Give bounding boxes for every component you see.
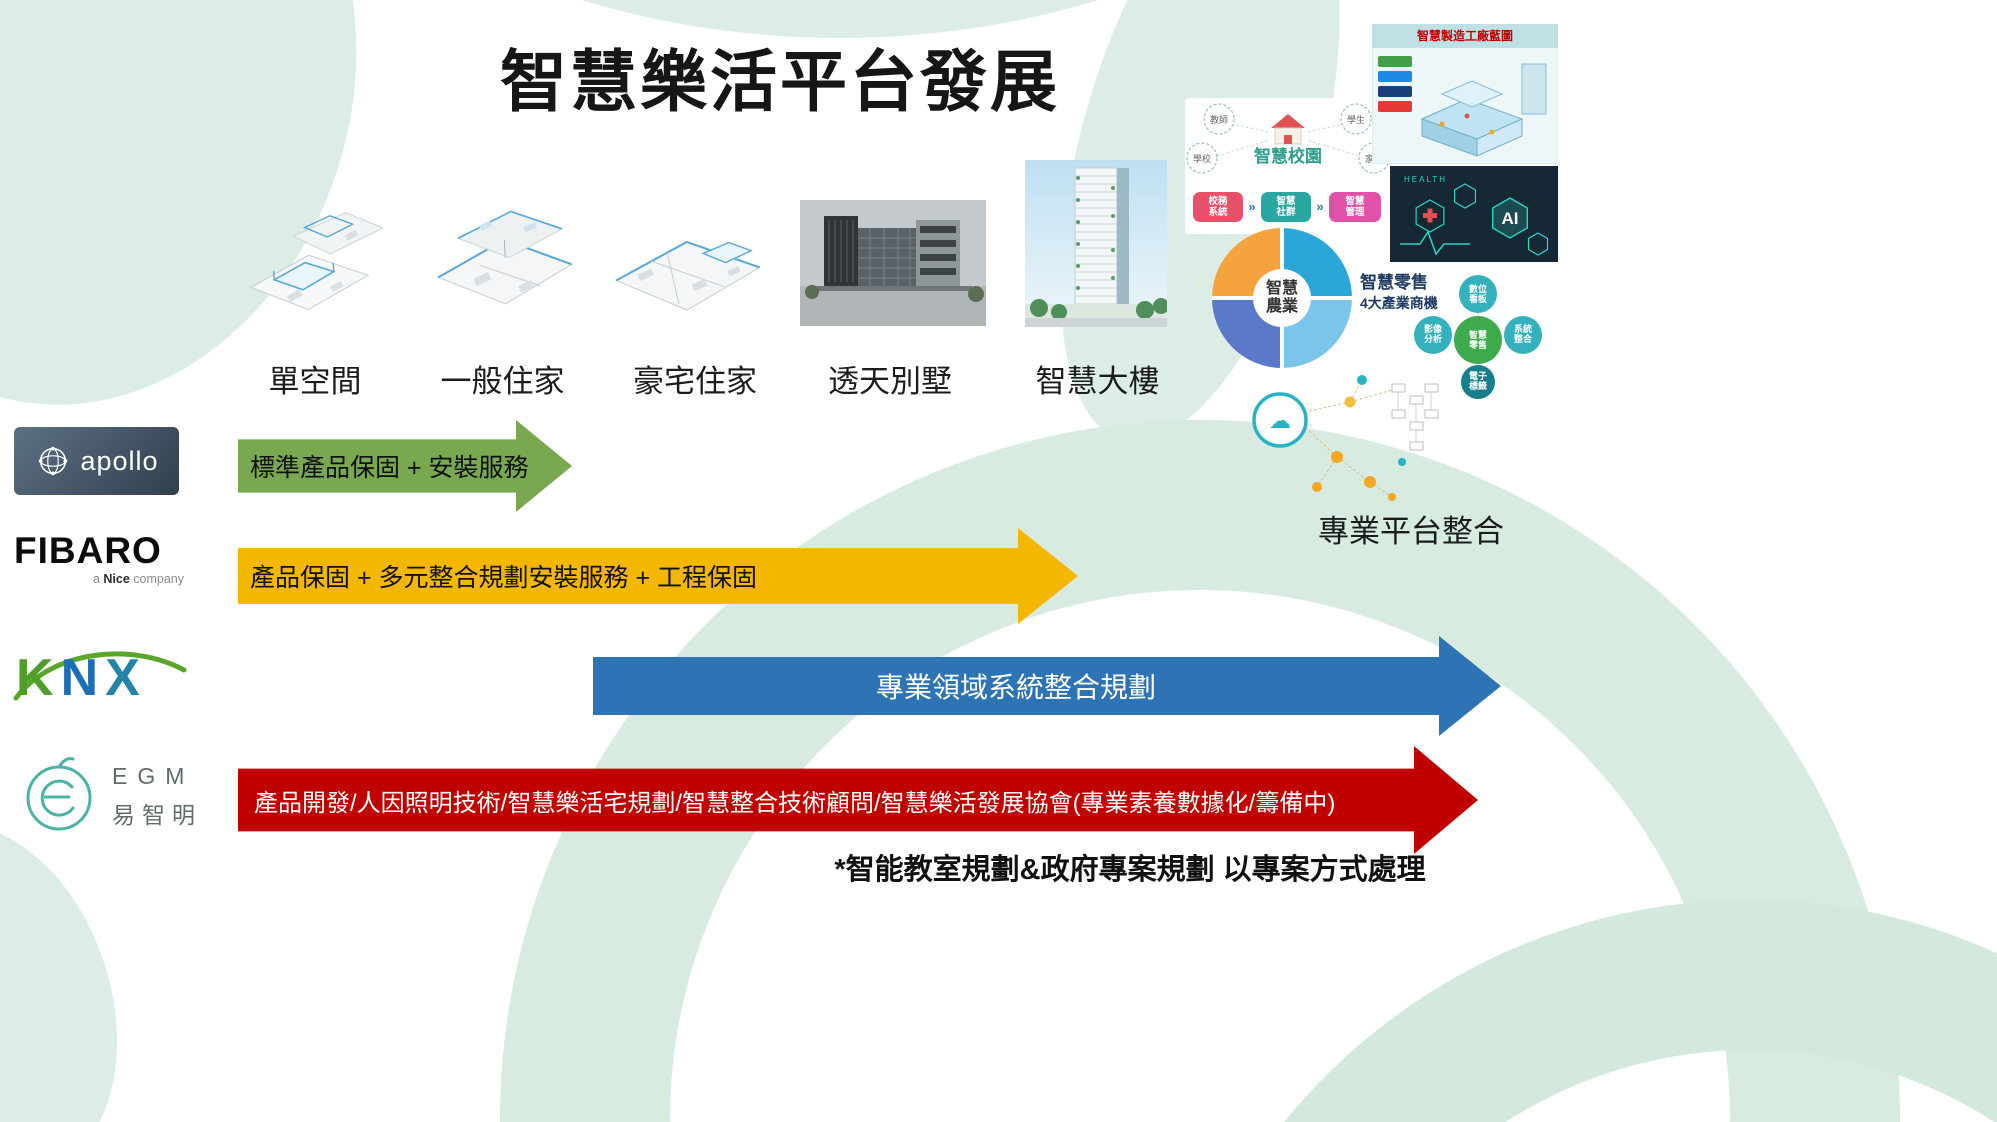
health-tag: HEALTH [1404,175,1447,184]
agriculture-center-label: 智慧 農業 [1253,269,1311,327]
campus-module-community: 智慧社群 [1275,195,1296,218]
smart-retail-card: 智慧零售 4大產業商機 數位看板 影像分析 系統整合 智慧零售 電子標籤 [1356,268,1558,404]
egm-logo: EGM 易智明 [18,750,228,842]
tower-photo [1025,160,1167,327]
footnote: *智能教室規劃&政府專案規劃 以專案方式處理 [834,854,1426,886]
tower-photo-illustration [1025,160,1167,327]
iot-platform-network-diagram: ☁ [1252,375,1439,501]
villa-photo [800,200,986,326]
campus-module-admin: 校務系統 [1208,195,1228,218]
ai-health-card: HEALTH AI [1390,166,1558,262]
arrow-standard-warranty: 標準產品保固 + 安裝服務 [238,420,572,512]
iot-network-card: ☁ [1242,362,1444,514]
campus-role-student: 學生 [1347,114,1365,125]
floorplan-luxury-home-illustration [614,240,761,311]
egm-chinese-name: 易智明 [112,801,202,828]
chevron-right-icon: » [1248,199,1255,214]
floorplan-image-single-space [238,205,390,345]
medical-cross-icon [1423,208,1437,223]
campus-title: 智慧校園 [1254,146,1322,166]
retail-heading-line1: 智慧零售 [1360,272,1428,292]
ai-label: AI [1502,209,1519,228]
campus-role-teacher: 教師 [1210,114,1228,125]
stage-label-single-space: 單空間 [268,364,362,399]
schoolhouse-icon [1271,114,1305,145]
platform-integration-label: 專業平台整合 [1318,514,1504,549]
egm-knot-icon [26,757,92,831]
campus-role-school: 學校 [1193,153,1211,164]
agriculture-title-line2: 農業 [1265,298,1298,315]
stage-label-luxury-home: 豪宅住家 [633,364,757,399]
retail-node-system-integration: 系統整合 [1513,323,1533,344]
agriculture-title-line1: 智慧 [1265,279,1298,297]
smart-campus-card: 教師 學生 學校 家長 智慧校園 校務系統 » 智慧社群 » 智慧管理 [1185,98,1391,234]
smart-campus-diagram: 教師 學生 學校 家長 智慧校園 校務系統 » 智慧社群 » 智慧管理 [1185,98,1391,234]
retail-node-digital-signage: 數位看板 [1469,283,1488,304]
stage-label-general-home: 一般住家 [440,364,565,399]
egm-wordmark: EGM [112,762,195,789]
page-title: 智慧樂活平台發展 [500,45,1060,120]
retail-node-video-analytics: 影像分析 [1424,323,1443,344]
arrow-system-integration-label: 專業領域系統整合規劃 [875,672,1156,703]
fibaro-logo: FIBARO a Nice company [14,532,184,586]
ai-health-image: HEALTH AI [1390,166,1558,262]
floorplan-image-general-home [422,200,582,345]
egm-text-block: EGM 易智明 [112,763,202,830]
pulse-line [1400,230,1470,256]
knx-logo: KNX [10,642,190,714]
smart-agriculture-chart: 智慧 農業 [1212,228,1352,368]
smart-factory-card: 智慧製造工廠藍圖 [1372,24,1558,164]
fibaro-tagline: a Nice company [92,572,184,586]
arrow-standard-warranty-label: 標準產品保固 + 安裝服務 [250,454,529,482]
smart-factory-blueprint: 智慧製造工廠藍圖 [1372,24,1558,164]
apollo-wordmark: apollo [80,445,159,476]
knx-wordmark: KNX [16,649,147,707]
apollo-logo: apollo [14,427,179,495]
cloud-icon: ☁ [1269,408,1291,433]
chevron-right-icon: » [1316,199,1323,214]
retail-node-smart-retail: 智慧零售 [1468,329,1487,350]
factory-title: 智慧製造工廠藍圖 [1416,28,1513,43]
knx-swoosh-icon [13,651,187,701]
arrow-product-development-label: 產品開發/人因照明技術/智慧樂活宅規劃/智慧整合技術顧問/智慧樂活發展協會(專業… [254,789,1336,817]
fibaro-wordmark: FIBARO [14,530,162,571]
stage-label-smart-building: 智慧大樓 [1035,364,1160,399]
villa-photo-illustration [800,200,986,326]
smart-retail-diagram: 智慧零售 4大產業商機 數位看板 影像分析 系統整合 智慧零售 電子標籤 [1356,268,1558,404]
floorplan-image-luxury-home [608,212,766,340]
stage-label-villa: 透天別墅 [828,364,952,399]
retail-node-electronic-label: 電子標籤 [1469,371,1487,391]
apollo-atom-icon [39,446,68,476]
floorplan-general-home-illustration [437,210,573,305]
floorplan-single-space-illustration [249,212,385,311]
arrow-integrated-warranty-label: 產品保固 + 多元整合規劃安裝服務 + 工程保固 [250,564,757,592]
retail-heading-line2: 4大產業商機 [1360,295,1438,311]
campus-module-management: 智慧管理 [1345,195,1365,218]
